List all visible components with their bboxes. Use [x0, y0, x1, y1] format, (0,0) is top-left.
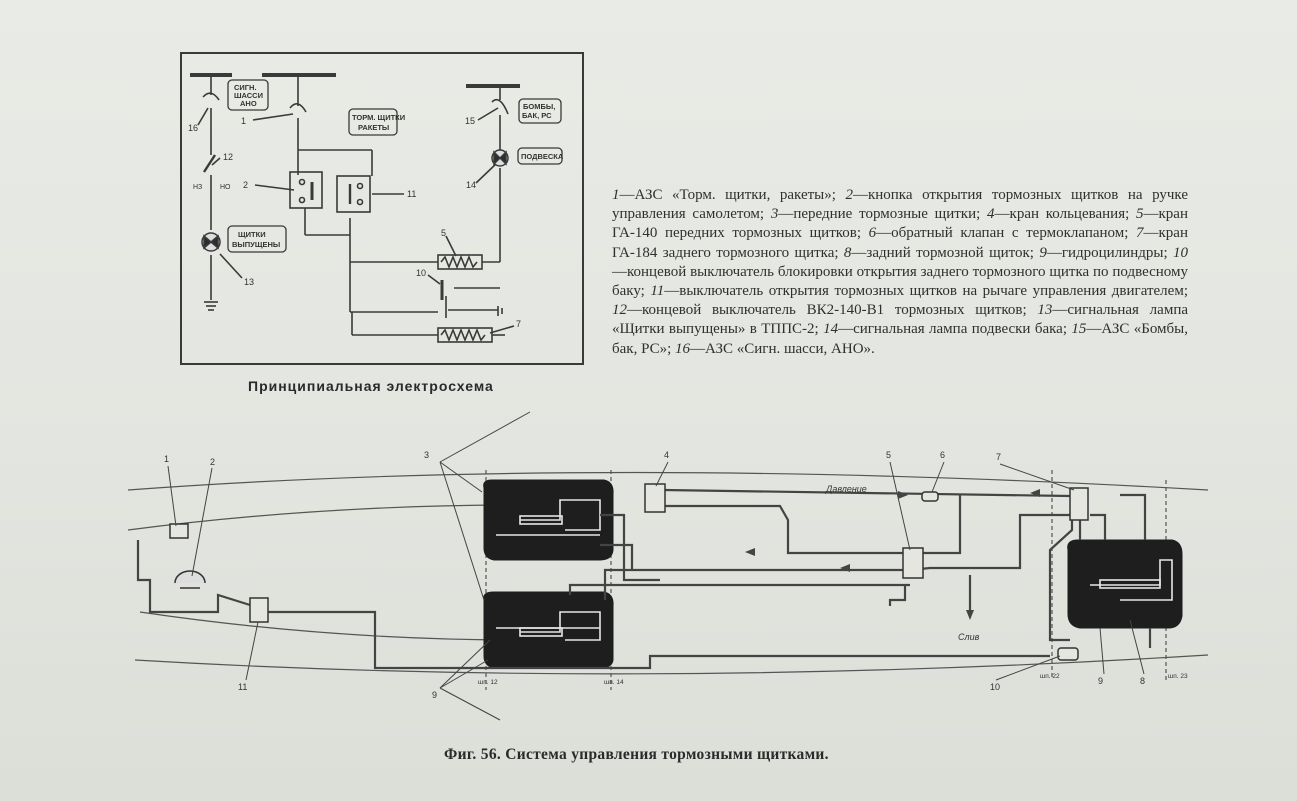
legend-item-number: 5 — [1136, 206, 1144, 223]
diagram-number: 10 — [990, 682, 1000, 692]
diagram-number: 3 — [424, 450, 429, 460]
schematic-title: Принципиальная электросхема — [248, 378, 494, 394]
legend-item-text: —кран ГА-140 передних тормозных щитков; — [612, 206, 1188, 242]
diagram-number: 7 — [996, 452, 1001, 462]
label-pressure: Давление — [825, 484, 867, 494]
legend-item-number: 13 — [1037, 302, 1053, 319]
legend-item-number: 2 — [845, 187, 853, 203]
label-drain: Слив — [958, 632, 980, 642]
diagram-number: 6 — [940, 450, 945, 460]
legend-item-text: —АЗС «Бомбы, бак, РС»; — [612, 321, 1188, 357]
legend-item-number: 10 — [1173, 244, 1189, 261]
frame-label: шп. 23 — [1168, 673, 1188, 680]
legend-item-number: 11 — [650, 283, 665, 300]
legend-item-text: —сигнальная лампа подвески бака; — [838, 321, 1072, 338]
legend-item-text: —сигнальная лампа «Щитки выпущены» в ТПП… — [612, 302, 1189, 338]
frame-label: шп. 12 — [478, 679, 498, 686]
legend-item-text: —кран ГА-184 заднего тормозного щитка; — [612, 225, 1188, 261]
legend-item-text: —кнопка открытия тормозных щитков на руч… — [612, 187, 1188, 223]
legend-item-number: 1 — [612, 187, 620, 203]
legend-item-text: —концевой выключатель ВК2-140-В1 тормозн… — [627, 302, 1038, 319]
legend-item-number: 6 — [868, 225, 877, 242]
legend-item-number: 9 — [1039, 244, 1047, 261]
frame-label: шп. 14 — [604, 679, 624, 686]
diagram-number: 4 — [664, 450, 669, 460]
legend-item-text: —обратный клапан с термоклапаном; — [876, 225, 1137, 242]
schematic-frame — [180, 52, 584, 365]
legend-item-number: 7 — [1136, 225, 1144, 242]
legend-item-text: —выключатель открытия тормозных щитков н… — [664, 283, 1188, 300]
legend-item-number: 16 — [675, 340, 691, 357]
diagram-number: 11 — [238, 682, 247, 692]
legend-item-number: 14 — [823, 321, 839, 338]
diagram-number: 5 — [886, 450, 891, 460]
diagram-number: 2 — [210, 457, 215, 467]
legend-item-text: —передние тормозные щитки; — [778, 206, 988, 223]
frame-label: шп. 22 — [1040, 673, 1060, 680]
legend-item-number: 3 — [770, 206, 779, 223]
legend-item-number: 12 — [612, 302, 627, 319]
diagram-number: 9 — [432, 690, 437, 700]
legend-item-text: —АЗС «Торм. щитки, ракеты»; — [619, 187, 846, 203]
figure-caption: Фиг. 56. Система управления тормозными щ… — [444, 746, 829, 763]
legend-text: 1—АЗС «Торм. щитки, ракеты»; 2—кнопка от… — [612, 186, 1188, 418]
legend-item-number: 15 — [1071, 321, 1087, 338]
legend-item-text: —кран кольцевания; — [994, 206, 1137, 223]
legend-item-text: —концевой выключатель блокировки открыти… — [612, 263, 1188, 300]
legend-item-text: —задний тормозной щиток; — [851, 244, 1040, 261]
legend-item-number: 8 — [843, 244, 852, 261]
legend-item-text: —гидроцилиндры; — [1046, 244, 1174, 261]
diagram-number: 9 — [1098, 676, 1103, 686]
legend-item-text: —АЗС «Сигн. шасси, АНО». — [690, 340, 875, 357]
legend-item-number: 4 — [987, 206, 995, 223]
diagram-number: 8 — [1140, 676, 1145, 686]
diagram-number: 1 — [164, 454, 169, 464]
